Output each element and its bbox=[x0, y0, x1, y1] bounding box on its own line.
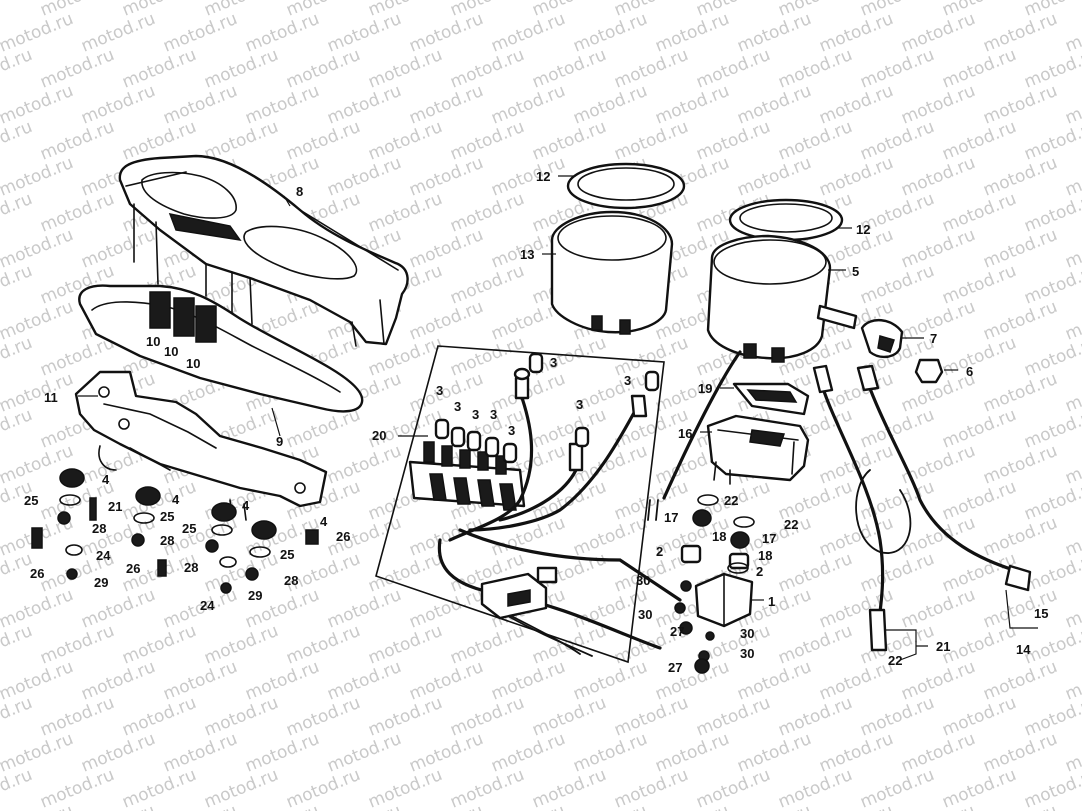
callout-13: 13 bbox=[520, 247, 534, 262]
callout-3: 3 bbox=[472, 407, 479, 422]
case-16-part bbox=[706, 414, 810, 485]
callout-25: 25 bbox=[24, 493, 38, 508]
gasket-part bbox=[78, 284, 364, 413]
callout-28: 28 bbox=[160, 533, 174, 548]
callout-22: 22 bbox=[724, 493, 738, 508]
callout-16: 16 bbox=[678, 426, 692, 441]
callout-9: 9 bbox=[276, 434, 283, 449]
callout-21: 21 bbox=[108, 499, 122, 514]
callout-25: 25 bbox=[182, 521, 196, 536]
callout-17: 17 bbox=[664, 510, 678, 525]
callout-20: 20 bbox=[372, 428, 386, 443]
callout-15: 15 bbox=[1034, 606, 1048, 621]
callout-7: 7 bbox=[930, 331, 937, 346]
callout-29: 29 bbox=[94, 575, 108, 590]
grommets-right-and-part-1 bbox=[674, 494, 755, 674]
callout-3: 3 bbox=[624, 373, 631, 388]
callout-19: 19 bbox=[698, 381, 712, 396]
callout-labels: 1 2 2 3 3 3 3 3 3 3 3 4 4 4 4 5 6 7 8 9 … bbox=[24, 169, 1048, 675]
callout-21: 21 bbox=[936, 639, 950, 654]
meter-bracket-part bbox=[74, 370, 328, 521]
callout-8: 8 bbox=[296, 184, 303, 199]
grommets-and-nuts bbox=[31, 468, 319, 594]
callout-17: 17 bbox=[762, 531, 776, 546]
callout-10: 10 bbox=[146, 334, 160, 349]
callout-3: 3 bbox=[550, 355, 557, 370]
callout-25: 25 bbox=[280, 547, 294, 562]
meter-5-part bbox=[706, 198, 858, 363]
callout-24: 24 bbox=[96, 548, 111, 563]
callout-25: 25 bbox=[160, 509, 174, 524]
callout-30: 30 bbox=[638, 607, 652, 622]
callout-26: 26 bbox=[336, 529, 350, 544]
meter-13-part bbox=[550, 162, 686, 335]
callout-3: 3 bbox=[436, 383, 443, 398]
callout-1: 1 bbox=[768, 594, 775, 609]
callout-30: 30 bbox=[740, 646, 754, 661]
callout-30: 30 bbox=[636, 573, 650, 588]
meter-visor-part bbox=[118, 154, 409, 347]
right-small-parts bbox=[732, 319, 944, 416]
callout-22: 22 bbox=[784, 517, 798, 532]
callout-2: 2 bbox=[756, 564, 763, 579]
callout-12: 12 bbox=[856, 222, 870, 237]
leader-lines bbox=[78, 175, 1038, 661]
callout-18: 18 bbox=[758, 548, 772, 563]
callout-22: 22 bbox=[888, 653, 902, 668]
callout-6: 6 bbox=[966, 364, 973, 379]
cables-part bbox=[647, 350, 1032, 652]
callout-27: 27 bbox=[668, 660, 682, 675]
callout-2: 2 bbox=[656, 544, 663, 559]
callout-10: 10 bbox=[186, 356, 200, 371]
harness-assembly-part bbox=[375, 345, 682, 664]
callout-28: 28 bbox=[284, 573, 298, 588]
bulbs-part bbox=[434, 352, 660, 464]
callout-26: 26 bbox=[126, 561, 140, 576]
callout-3: 3 bbox=[508, 423, 515, 438]
callout-5: 5 bbox=[852, 264, 859, 279]
callout-3: 3 bbox=[454, 399, 461, 414]
callout-26: 26 bbox=[30, 566, 44, 581]
callout-18: 18 bbox=[712, 529, 726, 544]
callout-29: 29 bbox=[248, 588, 262, 603]
callout-28: 28 bbox=[92, 521, 106, 536]
callout-4: 4 bbox=[102, 472, 110, 487]
callout-24: 24 bbox=[200, 598, 215, 613]
callout-4: 4 bbox=[242, 498, 250, 513]
callout-28: 28 bbox=[184, 560, 198, 575]
callout-30: 30 bbox=[740, 626, 754, 641]
callout-3: 3 bbox=[490, 407, 497, 422]
callout-3: 3 bbox=[576, 397, 583, 412]
callout-4: 4 bbox=[320, 514, 328, 529]
callout-27: 27 bbox=[670, 624, 684, 639]
callout-14: 14 bbox=[1016, 642, 1031, 657]
callout-11: 11 bbox=[44, 390, 58, 405]
callout-4: 4 bbox=[172, 492, 180, 507]
callout-10: 10 bbox=[164, 344, 178, 359]
callout-12: 12 bbox=[536, 169, 550, 184]
